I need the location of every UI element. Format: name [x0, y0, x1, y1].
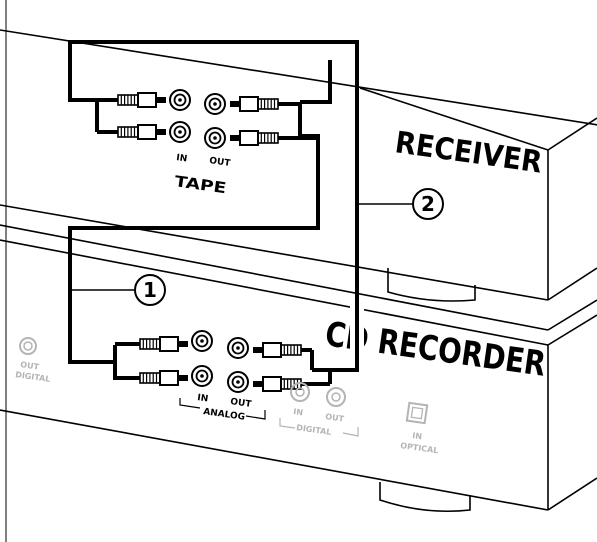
- plug-receiver-out-bottom: [230, 130, 279, 146]
- callout-1-circle: [134, 274, 166, 306]
- cd-analog-jacks: [191, 330, 249, 393]
- cd-recorder-unit: [0, 224, 597, 512]
- analog-in-label: IN: [197, 393, 209, 404]
- analog-out-label: OUT: [230, 397, 253, 410]
- plug-receiver-in-bottom: [117, 124, 166, 140]
- receiver-out-label: OUT: [209, 156, 232, 169]
- plug-receiver-in-top: [117, 92, 166, 108]
- plug-analog-out-bottom: [253, 376, 302, 392]
- analog-bracket-left: [179, 398, 201, 409]
- callout-1-number: 1: [143, 278, 157, 302]
- plug-analog-out-top: [253, 342, 302, 358]
- callout-1: 1: [70, 274, 166, 306]
- plug-analog-in-bottom: [139, 370, 188, 386]
- cable-2: [68, 40, 359, 372]
- receiver-out-jack-bottom: [204, 127, 226, 149]
- out-digital-digital-label: DIGITAL: [15, 370, 51, 384]
- callout-2: 2: [357, 188, 444, 220]
- cable-plugs: [97, 92, 332, 392]
- receiver-tape-jacks: [169, 89, 226, 149]
- analog-in-jack-bottom: [191, 365, 213, 387]
- analog-out-jack-top: [227, 337, 249, 359]
- analog-in-jack-top: [191, 330, 213, 352]
- tape-label: TAPE: [173, 172, 227, 197]
- digital-in-label: IN: [293, 407, 304, 417]
- analog-bracket-right: [245, 410, 266, 420]
- receiver-in-label: IN: [176, 153, 188, 164]
- digital-label: DIGITAL: [296, 423, 332, 437]
- receiver-out-jack-top: [204, 93, 226, 115]
- digital-out-label: OUT: [325, 412, 345, 424]
- cable-stubs: [97, 98, 332, 386]
- receiver-in-jack-top: [169, 89, 191, 111]
- optical-jack: IN OPTICAL: [400, 401, 439, 455]
- digital-jacks: IN OUT DIGITAL: [279, 382, 359, 437]
- callout-2-circle: [412, 188, 444, 220]
- callout-2-number: 2: [421, 192, 435, 216]
- out-digital-out-label: OUT: [20, 360, 40, 372]
- digital-out-left: OUT DIGITAL: [15, 337, 51, 384]
- receiver-in-jack-bottom: [169, 121, 191, 143]
- optical-label: OPTICAL: [400, 441, 439, 455]
- analog-out-jack-bottom: [227, 371, 249, 393]
- plug-analog-in-top: [139, 336, 188, 352]
- receiver-unit: [0, 29, 597, 302]
- optical-in-label: IN: [412, 431, 423, 441]
- receiver-label: RECEIVER: [393, 125, 544, 180]
- plug-receiver-out-top: [230, 96, 279, 112]
- analog-label: ANALOG: [203, 407, 246, 423]
